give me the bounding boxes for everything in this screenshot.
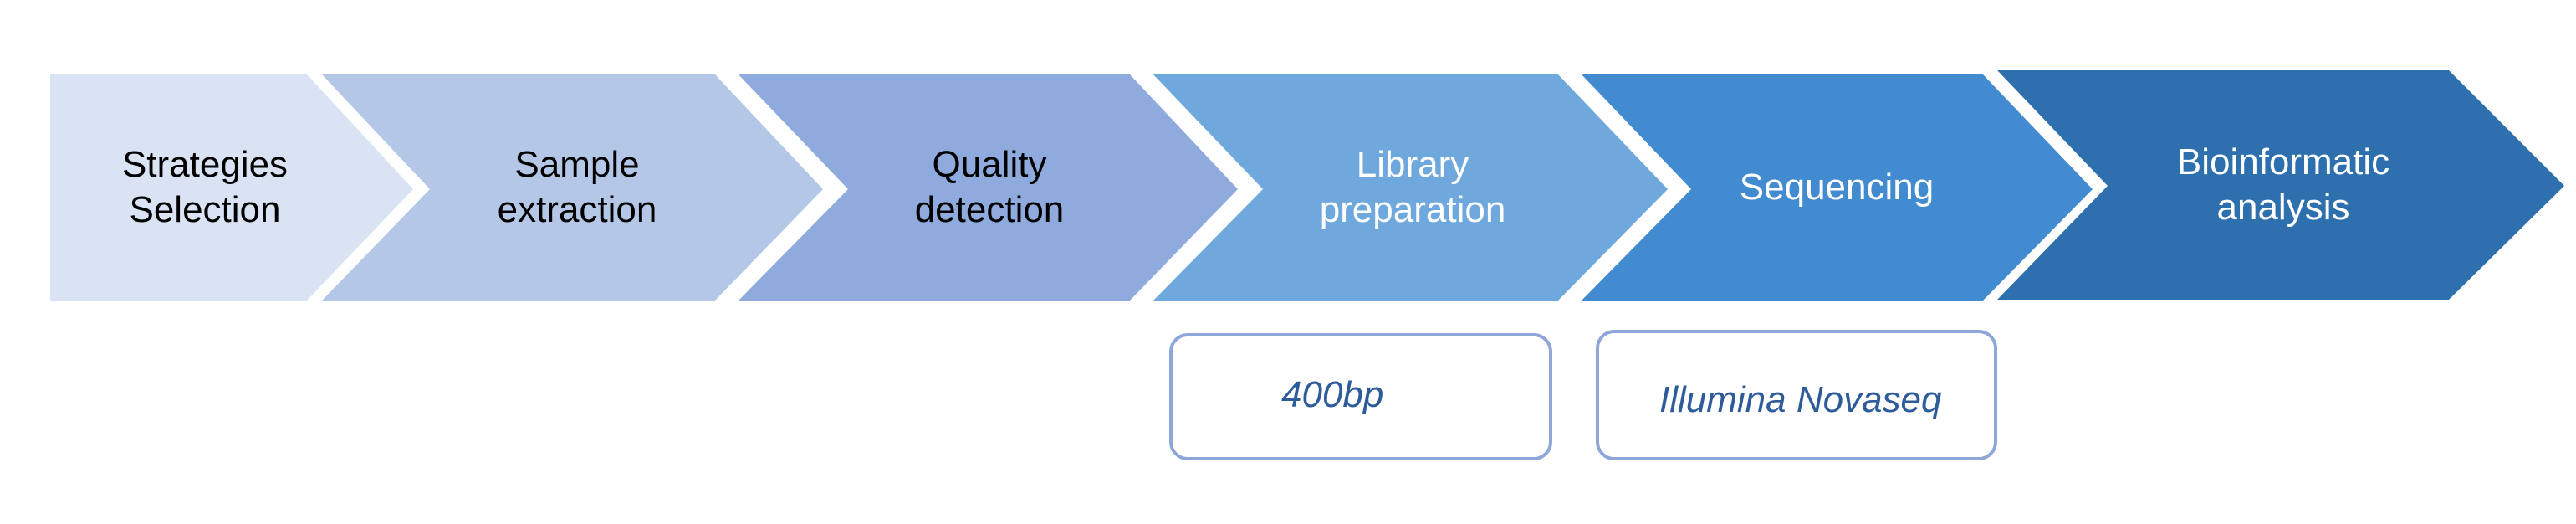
step-arrow-library-preparation [1153,74,1668,301]
step-label-library-preparation: Library preparation [1319,144,1506,230]
step-arrow-bioinformatic-analysis [1997,70,2564,300]
step-label-sequencing: Sequencing [1739,167,1935,208]
step-arrow-quality-detection [738,74,1238,301]
step-label-strategies-selection: Strategies Selection [121,144,289,230]
step-arrow-sequencing [1581,74,2093,301]
step-arrow-sample-extraction [321,74,823,301]
note-text-platform: Illumina Novaseq [1659,379,1942,420]
step-label-bioinformatic-analysis: Bioinformatic analysis [2176,141,2390,228]
step-label-sample-extraction: Sample extraction [497,144,657,230]
step-arrow-strategies-selection [50,74,413,301]
step-label-quality-detection: Quality detection [914,144,1065,230]
note-box-platform [1596,330,1997,460]
note-text-insert-size: 400bp [1281,374,1384,415]
note-box-insert-size [1169,333,1552,460]
